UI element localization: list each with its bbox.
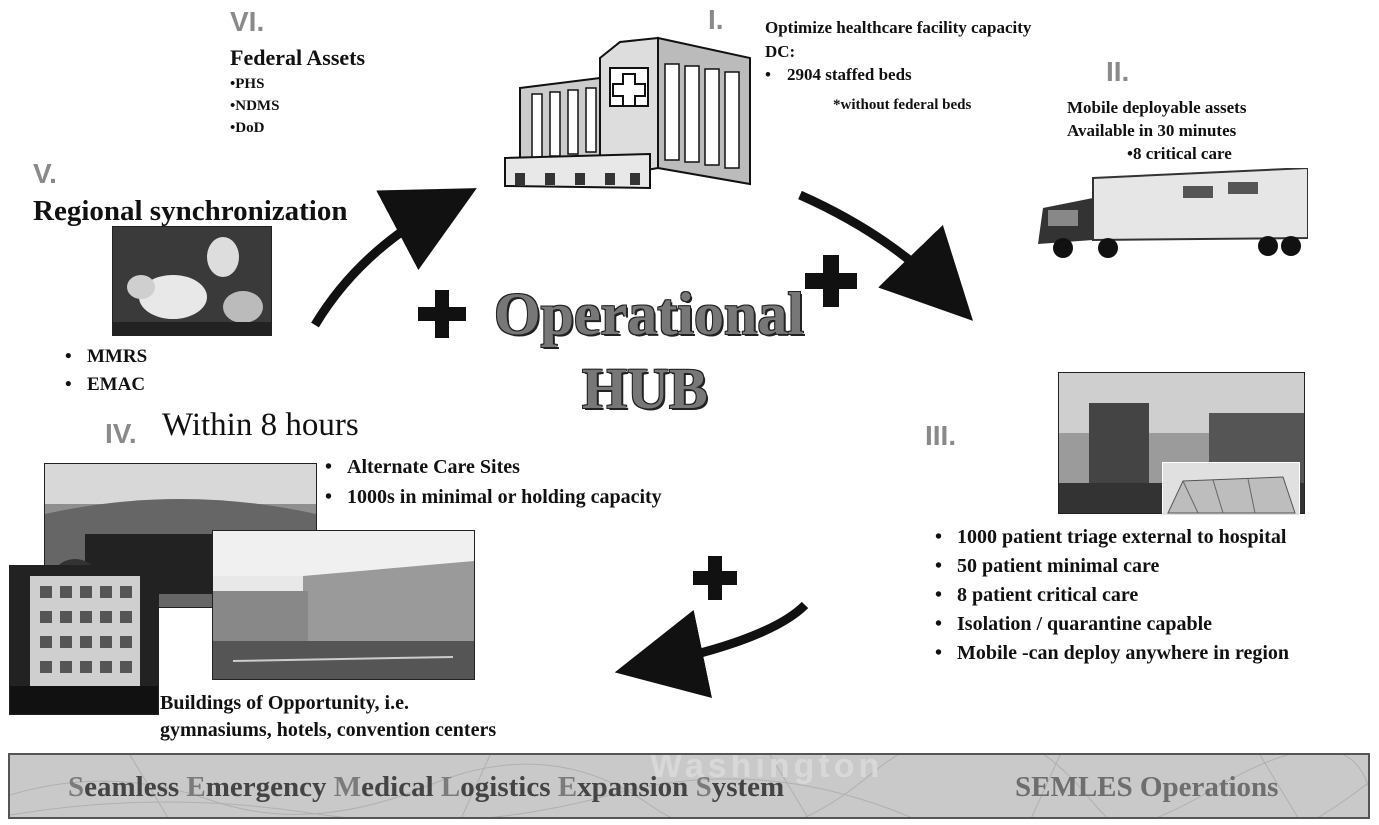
tent-image [1162, 462, 1300, 516]
arrow-iii-to-iv [614, 601, 809, 699]
mobile-assets-line3: •8 critical care [1127, 144, 1232, 163]
numeral-iii: III. [925, 420, 957, 451]
regional-item: MMRS [65, 343, 147, 371]
federal-item: •NDMS [230, 98, 280, 114]
triage-item: 8 patient critical care [935, 581, 1315, 610]
mobile-assets-line1: Mobile deployable assets [1067, 98, 1247, 117]
facility-item: 2904 staffed beds [765, 65, 912, 85]
plus-icon [805, 255, 857, 307]
convention-center-image [212, 530, 475, 680]
triage-item: 1000 patient triage external to hospital [935, 523, 1315, 552]
facility-dc-label: DC: [765, 42, 796, 61]
facility-list: 2904 staffed beds [765, 65, 912, 85]
footer-word-rest: eamless [84, 771, 180, 803]
federal-item: •PHS [230, 76, 265, 92]
alternate-care-item: 1000s in minimal or holding capacity [325, 485, 685, 510]
mobile-assets-line2: Available in 30 minutes [1067, 121, 1237, 140]
numeral-v: V. [33, 158, 57, 189]
semles-operations-label: SEMLES Operations [1015, 771, 1279, 803]
regional-item: EMAC [65, 371, 147, 399]
hub-title-line2: HUB [582, 356, 708, 421]
hazmat-team-image [112, 226, 272, 336]
footer-word-rest: mergency [205, 771, 327, 803]
washington-watermark: Washington [650, 753, 884, 785]
numeral-iv: IV. [105, 418, 137, 449]
plus-icon [418, 290, 466, 338]
footer-word-cap: M [333, 771, 362, 803]
regional-list: MMRS EMAC [65, 343, 147, 399]
map-background [10, 755, 1368, 817]
footer-word-rest: ystem [711, 771, 785, 803]
numeral-i: I. [708, 4, 724, 35]
arrow-v-to-i [311, 188, 477, 328]
footer-word-rest: edical [361, 771, 434, 803]
cycle-arrows [311, 188, 974, 699]
semles-footer-banner: Washington Seamless Emergency Medical Lo… [8, 753, 1370, 819]
office-tower-image [9, 565, 159, 715]
triage-list: 1000 patient triage external to hospital… [935, 523, 1315, 668]
hospital-building-image [504, 36, 751, 190]
triage-item: Mobile -can deploy anywhere in region [935, 639, 1315, 668]
footer-word-cap: L [440, 771, 461, 803]
footer-word-cap: E [186, 771, 206, 803]
triage-item: Isolation / quarantine capable [935, 610, 1315, 639]
footer-word-cap: S [695, 771, 712, 803]
federal-item: •DoD [230, 120, 265, 136]
footer-word-cap: S [68, 771, 85, 803]
footer-word-rest: xpansion [577, 771, 689, 803]
regional-sync-title: Regional synchronization [33, 195, 348, 227]
numeral-vi: VI. [230, 6, 265, 37]
federal-beds-note: *without federal beds [833, 97, 972, 113]
hub-title-line1: Operational [494, 281, 804, 347]
semles-full-name: Seamless Emergency Medical Logistics Exp… [68, 771, 784, 804]
arrow-i-to-iii [798, 190, 974, 321]
alternate-care-list: Alternate Care Sites 1000s in minimal or… [325, 455, 685, 510]
federal-assets-title: Federal Assets [230, 45, 366, 70]
triage-item: 50 patient minimal care [935, 552, 1315, 581]
mobile-truck-image [1033, 168, 1308, 260]
alternate-care-item: Alternate Care Sites [325, 455, 685, 480]
footer-word-cap: E [557, 771, 578, 803]
footer-word-rest: ogistics [460, 771, 551, 803]
buildings-of-opportunity-caption: Buildings of Opportunity, i.e. gymnasium… [160, 692, 497, 741]
within-8-hours-label: Within 8 hours [162, 407, 359, 443]
numeral-ii: II. [1106, 56, 1130, 87]
plus-icon [693, 556, 737, 600]
facility-capacity-title: Optimize healthcare facility capacity [765, 18, 1032, 37]
